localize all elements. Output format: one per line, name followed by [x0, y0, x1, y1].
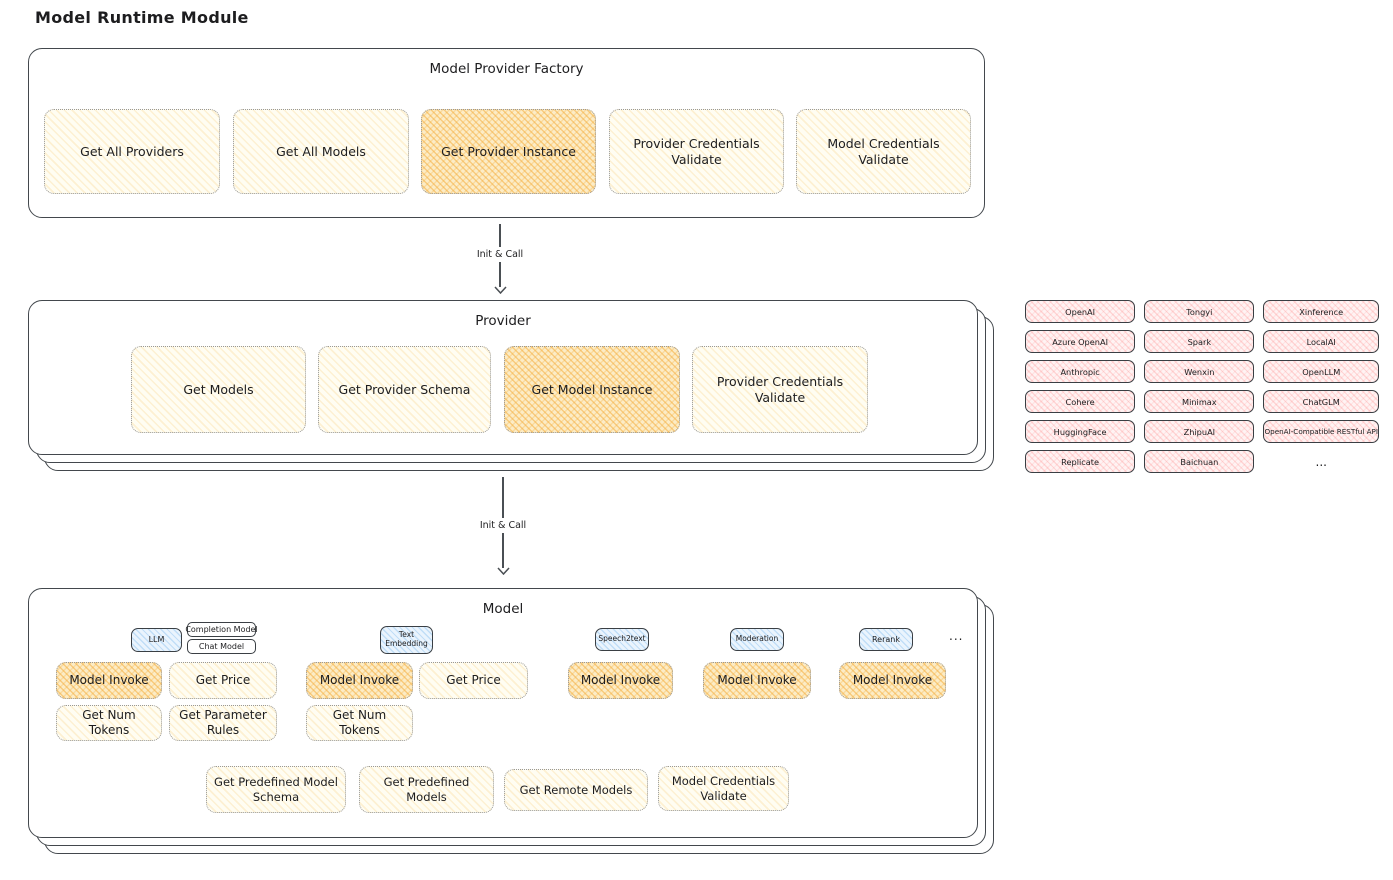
page-title: Model Runtime Module [35, 8, 249, 27]
model-type-rerank: Rerank [859, 628, 913, 651]
op-embedding-get-price: Get Price [419, 662, 528, 699]
op-embedding-get-num-tokens: Get Num Tokens [306, 705, 413, 741]
op-provider-credentials-validate: Provider Credentials Validate [609, 109, 784, 194]
provider-chip-chatglm: ChatGLM [1263, 390, 1379, 413]
arrow-line [502, 477, 504, 518]
model-type-chat: Chat Model [187, 639, 256, 654]
provider-chip-huggingface: HuggingFace [1025, 420, 1136, 443]
provider-chip-spark: Spark [1144, 330, 1255, 353]
provider-chip-baichuan: Baichuan [1144, 450, 1255, 473]
model-type-llm: LLM [131, 628, 182, 652]
provider-chip-openai-compatible: OpenAI-Compatible RESTful API [1263, 420, 1379, 443]
op-llm-get-price: Get Price [169, 662, 277, 699]
provider-list-column-3: Xinference LocalAI OpenLLM ChatGLM OpenA… [1263, 300, 1379, 473]
op-llm-get-num-tokens: Get Num Tokens [56, 705, 162, 741]
arrow-label: Init & Call [479, 520, 527, 531]
model-type-completion: Completion Model [185, 622, 258, 637]
model-type-speech2text: Speech2text [595, 628, 649, 651]
model-type-text-embedding: Text Embedding [380, 626, 433, 654]
model-types-ellipsis: ... [949, 629, 964, 643]
model-box: Model LLM Completion Model Chat Model Te… [28, 588, 978, 838]
provider-chip-tongyi: Tongyi [1144, 300, 1255, 323]
op-get-provider-schema: Get Provider Schema [318, 346, 491, 433]
provider-chip-xinference: Xinference [1263, 300, 1379, 323]
provider-title: Provider [475, 313, 531, 329]
provider-chip-wenxin: Wenxin [1144, 360, 1255, 383]
provider-list-column-2: Tongyi Spark Wenxin Minimax ZhipuAI Baic… [1144, 300, 1255, 473]
factory-box: Model Provider Factory Get All Providers… [28, 48, 985, 218]
op-provider-credentials-validate-2: Provider Credentials Validate [692, 346, 868, 433]
op-get-all-models: Get All Models [233, 109, 409, 194]
op-get-remote-models: Get Remote Models [504, 769, 648, 811]
provider-chip-replicate: Replicate [1025, 450, 1136, 473]
provider-list-column-1: OpenAI Azure OpenAI Anthropic Cohere Hug… [1025, 300, 1136, 473]
op-rerank-model-invoke: Model Invoke [839, 662, 946, 699]
op-model-credentials-validate: Model Credentials Validate [796, 109, 971, 194]
arrow-provider-to-model: Init & Call [473, 477, 533, 575]
op-get-predefined-models: Get Predefined Models [359, 766, 494, 813]
op-model-credentials-validate-2: Model Credentials Validate [658, 766, 789, 811]
op-llm-model-invoke: Model Invoke [56, 662, 162, 699]
provider-chip-openai: OpenAI [1025, 300, 1136, 323]
provider-chip-azure-openai: Azure OpenAI [1025, 330, 1136, 353]
op-get-predefined-model-schema: Get Predefined Model Schema [206, 766, 346, 813]
op-llm-get-parameter-rules: Get Parameter Rules [169, 705, 277, 741]
op-get-provider-instance: Get Provider Instance [421, 109, 596, 194]
arrow-line [502, 533, 504, 568]
model-type-moderation: Moderation [730, 628, 784, 651]
provider-chip-anthropic: Anthropic [1025, 360, 1136, 383]
op-embedding-model-invoke: Model Invoke [306, 662, 413, 699]
provider-chip-minimax: Minimax [1144, 390, 1255, 413]
op-get-all-providers: Get All Providers [44, 109, 220, 194]
arrow-line [499, 262, 501, 287]
arrow-label: Init & Call [476, 249, 524, 260]
provider-chip-localai: LocalAI [1263, 330, 1379, 353]
op-get-models: Get Models [131, 346, 306, 433]
op-moderation-model-invoke: Model Invoke [703, 662, 811, 699]
model-title: Model [482, 601, 524, 617]
provider-list: OpenAI Azure OpenAI Anthropic Cohere Hug… [1025, 300, 1379, 473]
model-group: Model LLM Completion Model Chat Model Te… [28, 588, 994, 854]
provider-chip-zhipuai: ZhipuAI [1144, 420, 1255, 443]
arrowhead-icon [496, 567, 510, 575]
arrow-line [499, 224, 501, 247]
arrowhead-icon [493, 286, 507, 294]
op-get-model-instance: Get Model Instance [504, 346, 680, 433]
provider-box: Provider Get Models Get Provider Schema … [28, 300, 978, 455]
provider-list-ellipsis: ... [1315, 454, 1327, 469]
factory-title: Model Provider Factory [429, 61, 584, 77]
arrow-factory-to-provider: Init & Call [470, 224, 530, 294]
provider-chip-cohere: Cohere [1025, 390, 1136, 413]
op-speech2text-model-invoke: Model Invoke [568, 662, 673, 699]
provider-chip-openllm: OpenLLM [1263, 360, 1379, 383]
factory-group: Model Provider Factory Get All Providers… [28, 48, 985, 218]
provider-group: Provider Get Models Get Provider Schema … [28, 300, 994, 471]
